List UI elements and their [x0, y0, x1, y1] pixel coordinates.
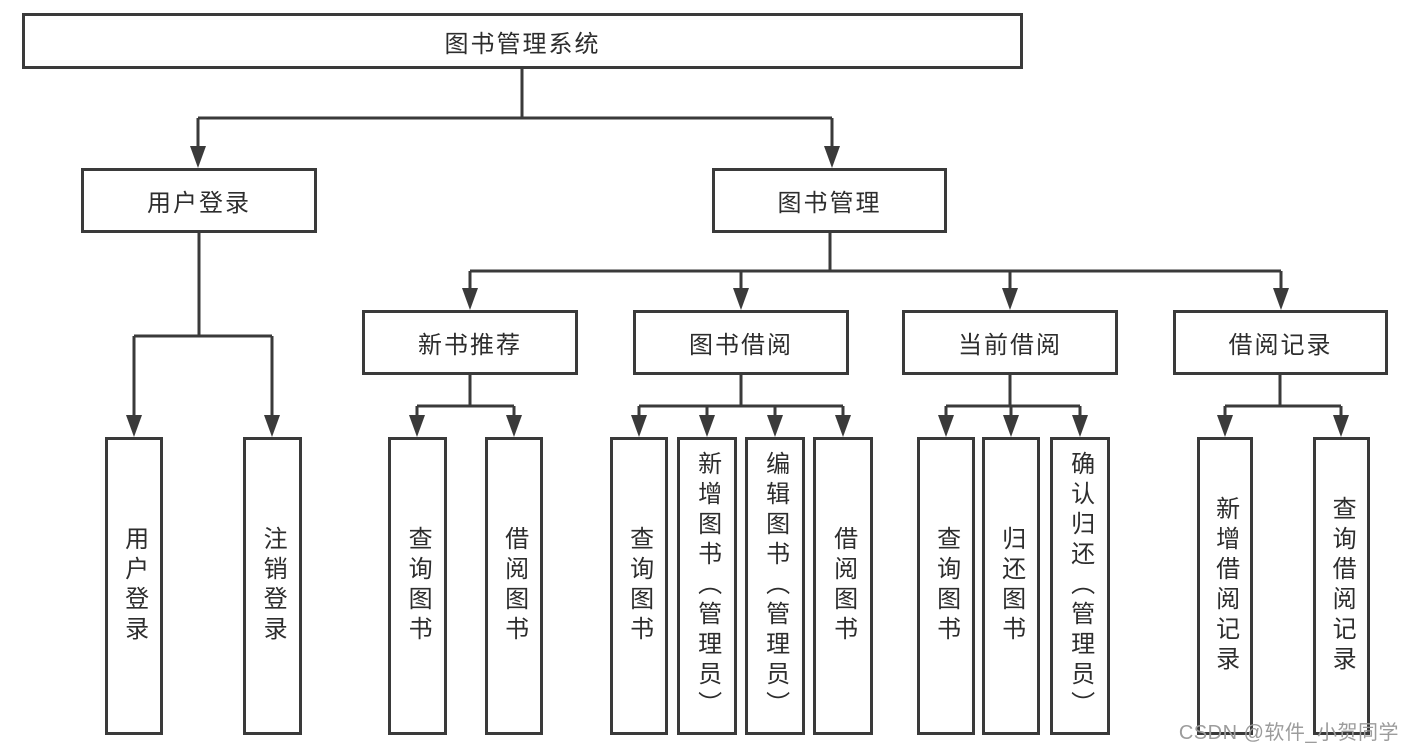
node-root: 图书管理系统	[22, 13, 1023, 69]
node-book-borrow: 图书借阅	[633, 310, 849, 375]
node-current-borrow: 当前借阅	[902, 310, 1118, 375]
leaf-query-book-recommend: 查询图书	[388, 437, 447, 735]
node-label: 图书借阅	[689, 332, 793, 359]
leaf-query-borrow-record: 查询借阅记录	[1313, 437, 1370, 735]
node-new-book-recommend: 新书推荐	[362, 310, 578, 375]
node-label: 用户登录	[120, 526, 148, 646]
leaf-return-book: 归还图书	[982, 437, 1040, 735]
arrowhead-icon	[190, 146, 206, 168]
leaf-borrow-book: 借阅图书	[813, 437, 873, 735]
leaf-logout: 注销登录	[243, 437, 302, 735]
arrowhead-icon	[1333, 415, 1349, 437]
arrowhead-icon	[126, 415, 142, 437]
node-label: 借阅记录	[1228, 332, 1333, 359]
arrowhead-icon	[1072, 415, 1088, 437]
leaf-edit-book-admin: 编辑图书（管理员）	[745, 437, 805, 735]
leaf-borrow-book-recommend: 借阅图书	[485, 437, 543, 735]
leaf-query-book-current: 查询图书	[917, 437, 975, 735]
node-label: 确认归还（管理员）	[1066, 451, 1094, 721]
csdn-watermark: CSDN @软件_小贺同学	[1178, 722, 1399, 744]
arrowhead-icon	[264, 415, 280, 437]
arrowhead-icon	[506, 415, 522, 437]
node-book-management: 图书管理	[712, 168, 947, 233]
node-label: 用户登录	[147, 190, 251, 217]
node-label: 借阅图书	[829, 526, 857, 646]
node-label: 图书管理系统	[444, 30, 601, 58]
arrowhead-icon	[462, 288, 478, 310]
node-label: 归还图书	[997, 526, 1025, 646]
node-user-login: 用户登录	[81, 168, 317, 233]
arrowhead-icon	[699, 415, 715, 437]
arrowhead-icon	[1217, 415, 1233, 437]
node-label: 查询图书	[404, 526, 432, 646]
arrowhead-icon	[1273, 288, 1289, 310]
node-label: 查询借阅记录	[1328, 496, 1356, 676]
node-label: 借阅图书	[500, 526, 528, 646]
arrowhead-icon	[1003, 415, 1019, 437]
node-label: 新增图书（管理员）	[693, 451, 721, 721]
node-label: 新书推荐	[418, 332, 522, 359]
node-label: 当前借阅	[958, 332, 1062, 359]
node-label: 新增借阅记录	[1211, 496, 1239, 676]
node-label: 查询图书	[625, 526, 653, 646]
arrowhead-icon	[733, 288, 749, 310]
leaf-add-borrow-record: 新增借阅记录	[1197, 437, 1253, 735]
node-label: 查询图书	[932, 526, 960, 646]
node-borrow-records: 借阅记录	[1173, 310, 1388, 375]
arrowhead-icon	[631, 415, 647, 437]
node-label: 编辑图书（管理员）	[761, 451, 789, 721]
leaf-user-login: 用户登录	[105, 437, 163, 735]
leaf-add-book-admin: 新增图书（管理员）	[677, 437, 737, 735]
arrowhead-icon	[767, 415, 783, 437]
leaf-confirm-return-admin: 确认归还（管理员）	[1050, 437, 1110, 735]
arrowhead-icon	[824, 146, 840, 168]
arrowhead-icon	[1002, 288, 1018, 310]
arrowhead-icon	[409, 415, 425, 437]
node-label: 注销登录	[259, 526, 287, 646]
leaf-query-book: 查询图书	[610, 437, 668, 735]
arrowhead-icon	[938, 415, 954, 437]
arrowhead-icon	[835, 415, 851, 437]
node-label: 图书管理	[777, 190, 882, 217]
